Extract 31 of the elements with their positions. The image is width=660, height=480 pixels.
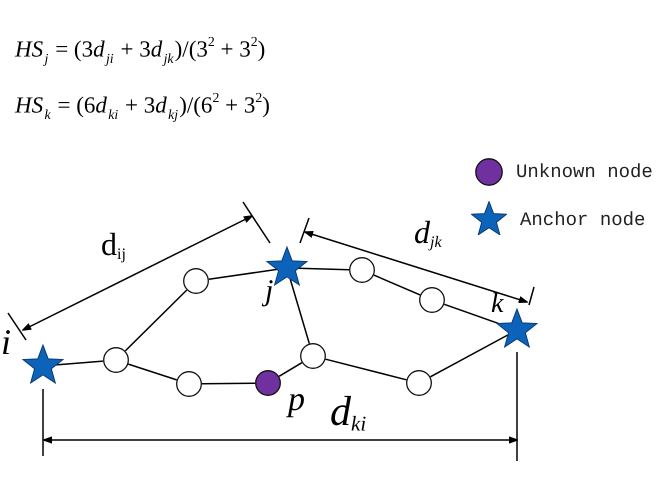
legend-text: Anchor node: [520, 211, 646, 230]
legend-text: Unknown node: [516, 163, 653, 182]
dimension-label: d$_{ij}$: [101, 228, 126, 263]
link-line: [444, 304, 499, 324]
link-line: [124, 290, 188, 352]
link-line: [56, 360, 104, 366]
link-line: [374, 274, 420, 296]
node-circle: [176, 371, 202, 397]
node-circle: [300, 343, 326, 369]
dimension-label: d$_{jk}$: [414, 216, 442, 251]
link-line: [289, 278, 310, 344]
link-line: [298, 268, 350, 270]
node-circle: [183, 268, 209, 294]
node-circle: [103, 347, 129, 373]
link-line: [202, 382, 255, 385]
link-line: [325, 358, 407, 381]
node-label: k: [491, 290, 504, 318]
link-line: [430, 334, 508, 378]
formula: HS$_{j}$ = (3d$_{ji}$ + 3d$_{jk}$)/(3$^{2}$ + 3$^{2}$): [15, 35, 266, 66]
dimension-label: d$_{ki}$: [330, 391, 366, 434]
node-label: i: [1, 324, 12, 360]
node-circle: [406, 370, 432, 396]
formula: HS$_{k}$ = (6d$_{ki}$ + 3d$_{kj}$)/(6$^{2}$ + 3$^{2}$): [15, 91, 270, 122]
link-line: [128, 363, 177, 381]
node-label: p: [288, 383, 305, 417]
link-line: [278, 362, 302, 377]
star-node: [23, 345, 63, 383]
node-circle: [349, 257, 375, 283]
link-line: [208, 268, 278, 280]
unknown-node: [255, 370, 281, 396]
node-circle: [419, 287, 445, 313]
